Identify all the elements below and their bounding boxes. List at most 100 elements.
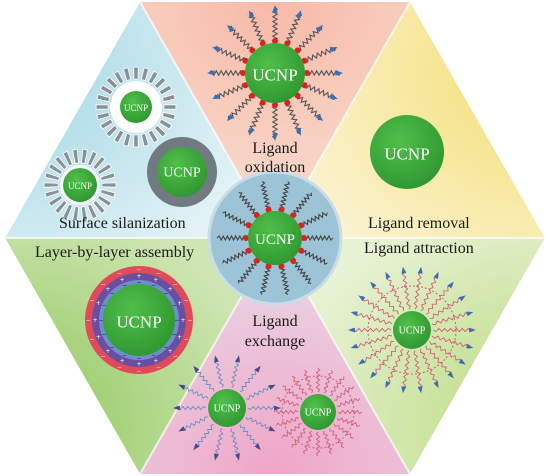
svg-text:−: − [100,281,105,288]
ligand-chain [279,266,291,295]
sil-top-ucnp-label: UCNP [124,103,148,113]
ligand-chain [214,356,224,388]
exchange-left-ligands [173,355,281,461]
ligand-chain [228,25,253,51]
ligand-chain [282,385,303,401]
silica-segment [122,67,132,81]
ligand-chain [227,95,253,120]
ligand-chain [420,349,439,387]
ligand-head [240,70,246,76]
ligand-arrow [385,271,391,280]
svg-text:−: − [98,317,103,324]
ligand-arrow [315,113,324,122]
silica-segment [92,199,106,215]
svg-text:−: − [101,302,106,309]
silica-segment [62,203,74,220]
ligand-chain [315,431,321,457]
ligand-chain [431,335,472,349]
ligand-chain [323,370,333,394]
ligand-chain [259,265,271,295]
sector-bottom [140,238,410,474]
ligand-arrow [272,5,278,13]
ligand-arrow [295,10,301,19]
ligand-chain [306,69,342,77]
ligand-arrow [358,295,366,302]
svg-text:−: − [89,337,94,344]
svg-text:+: + [177,300,182,307]
ligand-chain [213,428,224,459]
ligand-arrow [214,453,219,461]
ligand-chain [273,409,299,415]
svg-text:−: − [172,302,177,309]
ligand-head [242,82,249,89]
silica-segment [153,124,167,138]
ligand-arrow [447,281,454,289]
silica-segment [153,76,167,90]
svg-text:−: − [151,282,156,289]
silica-segment [163,104,177,110]
silica-segment [101,182,117,188]
silica-segment [105,76,119,90]
silica-segment [44,172,60,181]
ligand-chain [304,46,337,63]
label-layer-by-layer: Layer-by-layer assembly [35,244,194,261]
ligand-chain [285,102,302,135]
svg-text:−: − [136,279,141,286]
ligand-chain [401,350,411,392]
silica-segment [80,148,88,164]
silica-segment [147,70,159,85]
svg-text:−: − [156,364,161,371]
ligand-arrow [350,311,358,317]
ligand-chain [179,416,209,431]
silica-segment [162,93,176,103]
ligand-chain [303,234,334,242]
svg-text:−: − [117,270,122,277]
attraction-ligands [348,266,476,394]
ligand-arrow [235,355,240,363]
ligand-chain [413,268,423,310]
ligand-arrow [401,386,407,394]
ligand-head [259,40,266,47]
ligand-chain [401,268,411,310]
ligand-chain [239,424,260,450]
ligand-arrow [348,327,355,333]
silica-segment [48,194,64,207]
silica-segment [96,163,112,176]
ligand-chain [276,397,300,407]
ligand-head [298,222,305,229]
ligand-chain [336,397,361,408]
silica-segment [122,133,132,147]
ligand-head [265,263,272,270]
ligand-chain [247,405,280,411]
svg-text:+: + [177,334,182,341]
ligand-chain [370,345,399,377]
ligand-arrow [249,10,255,19]
ligand-head [245,222,252,229]
ligand-head [301,57,308,64]
silica-segment [48,163,64,176]
svg-text:−: − [151,352,156,359]
label-ligand-oxidation-line2: oxidation [245,159,305,176]
ligand-arrow [207,70,215,76]
silica-segment [162,111,176,121]
ligand-chain [247,102,264,135]
ligand-chain [216,234,247,242]
ligand-arrow [458,295,466,302]
svg-text:+: + [136,361,141,368]
ligand-chain [271,6,279,42]
ligand-chain [239,367,260,393]
ligand-chain [230,357,241,388]
ligand-arrow [329,47,338,53]
silica-segment [99,118,114,130]
ligand-chain [237,260,257,284]
svg-text:−: − [173,353,178,360]
ligand-chain [286,11,303,44]
ligand-head [272,38,278,44]
ligand-arrow [254,443,261,451]
silica-segment [54,199,68,215]
silica-segment [95,104,109,110]
ligand-chain [429,296,465,320]
ligand-head [301,235,307,241]
top-ucnp-label: UCNP [252,66,297,85]
ligand-arrow [193,365,200,373]
